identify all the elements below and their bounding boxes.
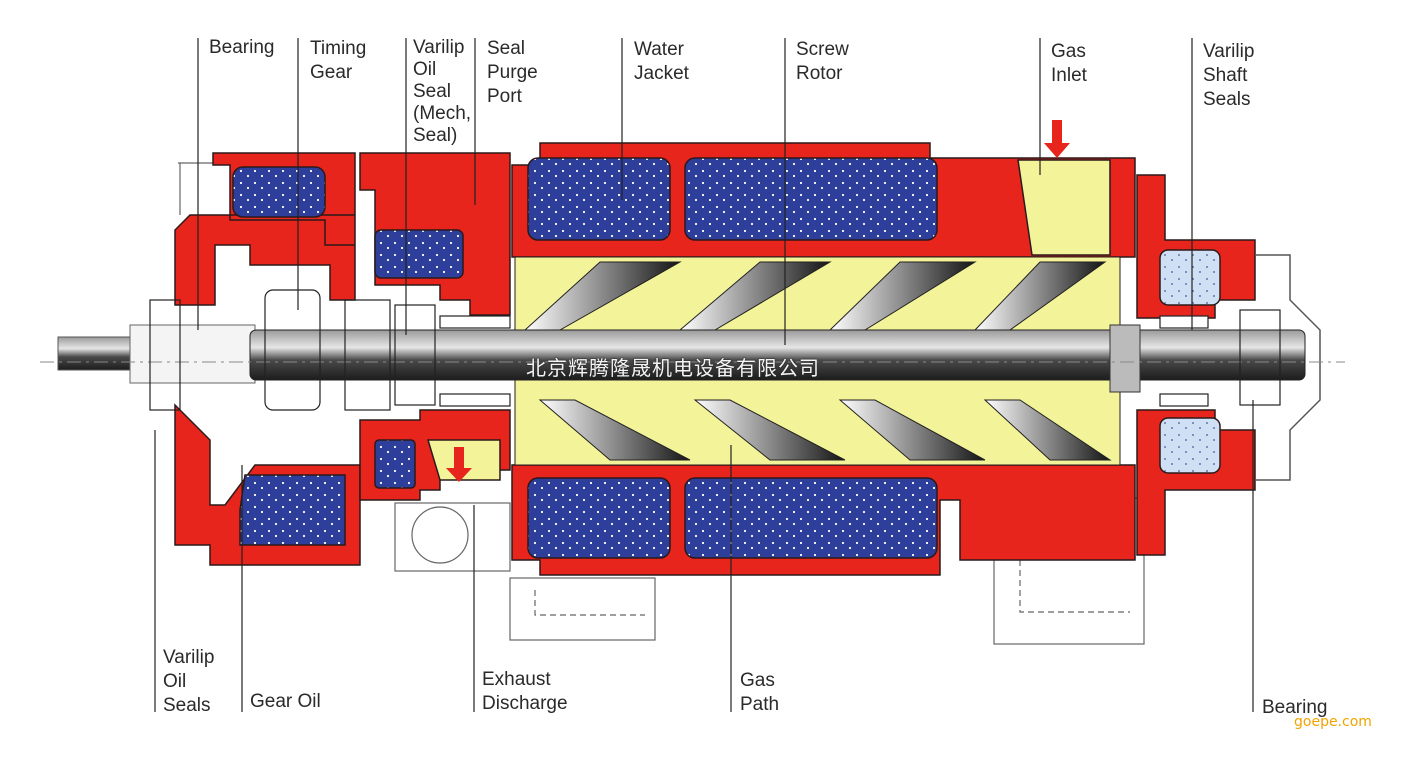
label-bearing-right: Bearing [1262,697,1328,718]
right-end-housing [1136,174,1321,556]
flow-arrows [446,120,1070,482]
bearings-and-seals [149,289,1281,411]
main-housing [511,142,1136,576]
label-bearing-left: Bearing [209,37,275,58]
site-watermark: goepe.com [1294,714,1372,730]
shaft [40,324,1345,393]
gas-inlet-arrow-icon [1044,120,1070,158]
gear-housing [174,152,361,566]
watermark-text: 北京辉腾隆晟机电设备有限公司 [526,356,820,380]
label-gear-oil: Gear Oil [250,691,321,712]
leader-lines [154,38,1254,712]
exhaust-arrow-icon [446,447,472,482]
seal-housing [359,152,511,501]
